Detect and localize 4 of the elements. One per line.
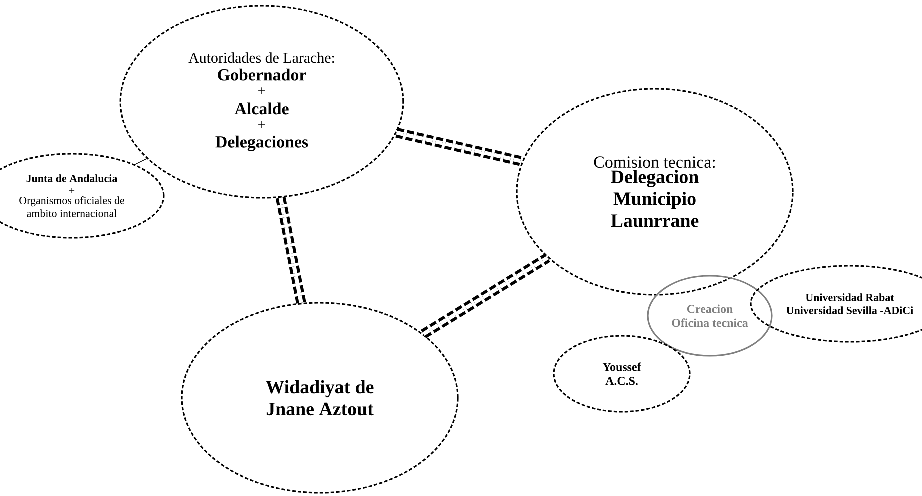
double-dashed-connector [396, 128, 524, 166]
double-dashed-connector [276, 196, 306, 304]
connector-line [134, 158, 148, 166]
double-dashed-connector [421, 254, 550, 339]
